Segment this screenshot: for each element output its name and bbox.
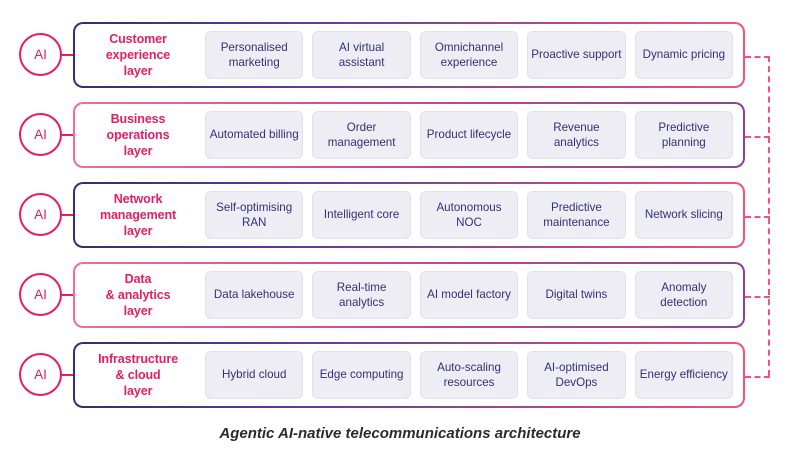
ai-agent-label-4: AI <box>34 287 47 302</box>
ai-agent-circle-icon-layer-3: AI <box>19 193 62 236</box>
layer-title-line: Customer <box>109 32 167 46</box>
layer-title-line: operations <box>106 128 170 142</box>
capability-card[interactable]: Network slicing <box>634 191 734 239</box>
layer-title-line: layer <box>123 64 153 78</box>
capability-card[interactable]: Predictive maintenance <box>527 191 626 239</box>
capability-card[interactable]: Personalised marketing <box>205 31 304 79</box>
layer-title-line: layer <box>123 384 153 398</box>
layer-title-line: Business <box>110 112 166 126</box>
layer-row-network-management[interactable]: Network management layer Self-optimising… <box>73 182 745 248</box>
ai-connector-line-5 <box>62 374 75 376</box>
ai-connector-line-2 <box>62 134 75 136</box>
ai-agent-circle-icon-layer-2: AI <box>19 113 62 156</box>
capability-card[interactable]: Energy efficiency <box>634 351 734 399</box>
feedback-bus-stub-2 <box>745 136 770 138</box>
capability-card-group-5: Hybrid cloud Edge computing Auto-scaling… <box>197 351 735 399</box>
layer-title-network-management: Network management layer <box>79 191 197 239</box>
capability-card[interactable]: Edge computing <box>312 351 411 399</box>
capability-card[interactable]: Digital twins <box>527 271 626 319</box>
layer-title-line: layer <box>123 224 153 238</box>
capability-card[interactable]: Product lifecycle <box>419 111 519 159</box>
feedback-bus-stub-3 <box>745 216 770 218</box>
capability-card-group-4: Data lakehouse Real-time analytics AI mo… <box>197 271 735 319</box>
layer-title-line: Infrastructure <box>98 352 178 366</box>
layer-title-line: experience <box>105 48 171 62</box>
capability-card[interactable]: Predictive planning <box>634 111 734 159</box>
layer-row-customer-experience[interactable]: Customer experience layer Personalised m… <box>73 22 745 88</box>
layer-title-line: & analytics <box>105 288 171 302</box>
layer-row-business-operations[interactable]: Business operations layer Automated bill… <box>73 102 745 168</box>
capability-card[interactable]: Hybrid cloud <box>205 351 304 399</box>
capability-card-group-2: Automated billing Order management Produ… <box>197 111 735 159</box>
capability-card[interactable]: Data lakehouse <box>205 271 304 319</box>
capability-card[interactable]: AI model factory <box>419 271 519 319</box>
layer-title-customer-experience: Customer experience layer <box>79 31 197 79</box>
layer-title-line: management <box>99 208 177 222</box>
capability-card[interactable]: Anomaly detection <box>634 271 734 319</box>
capability-card[interactable]: AI-optimised DevOps <box>527 351 626 399</box>
layer-title-business-operations: Business operations layer <box>79 111 197 159</box>
capability-card[interactable]: Intelligent core <box>312 191 411 239</box>
layer-title-line: layer <box>123 304 153 318</box>
layer-title-line: & cloud <box>115 368 161 382</box>
capability-card[interactable]: Order management <box>312 111 411 159</box>
ai-agent-circle-icon-layer-5: AI <box>19 353 62 396</box>
ai-connector-line-4 <box>62 294 75 296</box>
capability-card[interactable]: Self-optimising RAN <box>205 191 304 239</box>
ai-agent-circle-icon-layer-4: AI <box>19 273 62 316</box>
capability-card[interactable]: Omnichannel experience <box>419 31 519 79</box>
capability-card[interactable]: Real-time analytics <box>312 271 411 319</box>
capability-card[interactable]: AI virtual assistant <box>312 31 411 79</box>
diagram-caption: Agentic AI-native telecommunications arc… <box>219 425 581 442</box>
capability-card-group-3: Self-optimising RAN Intelligent core Aut… <box>197 191 735 239</box>
feedback-bus-stub-5 <box>745 376 770 378</box>
layer-title-infrastructure-cloud: Infrastructure & cloud layer <box>79 351 197 399</box>
ai-agent-circle-icon-layer-1: AI <box>19 33 62 76</box>
ai-connector-line-1 <box>62 54 75 56</box>
ai-agent-label-2: AI <box>34 127 47 142</box>
capability-card[interactable]: Dynamic pricing <box>634 31 734 79</box>
ai-agent-label-5: AI <box>34 367 47 382</box>
layer-title-line: layer <box>123 144 153 158</box>
capability-card[interactable]: Proactive support <box>527 31 626 79</box>
capability-card[interactable]: Auto-scaling resources <box>419 351 519 399</box>
layer-title-data-analytics: Data & analytics layer <box>79 271 197 319</box>
layer-row-data-analytics[interactable]: Data & analytics layer Data lakehouse Re… <box>73 262 745 328</box>
feedback-bus-stub-4 <box>745 296 770 298</box>
layer-row-infrastructure-cloud[interactable]: Infrastructure & cloud layer Hybrid clou… <box>73 342 745 408</box>
layer-title-line: Network <box>113 192 163 206</box>
capability-card[interactable]: Automated billing <box>205 111 304 159</box>
capability-card[interactable]: Autonomous NOC <box>419 191 519 239</box>
ai-agent-label-1: AI <box>34 47 47 62</box>
ai-agent-label-3: AI <box>34 207 47 222</box>
capability-card-group-1: Personalised marketing AI virtual assist… <box>197 31 735 79</box>
capability-card[interactable]: Revenue analytics <box>527 111 626 159</box>
layer-title-line: Data <box>124 272 152 286</box>
ai-connector-line-3 <box>62 214 75 216</box>
feedback-bus-stub-1 <box>745 56 770 58</box>
